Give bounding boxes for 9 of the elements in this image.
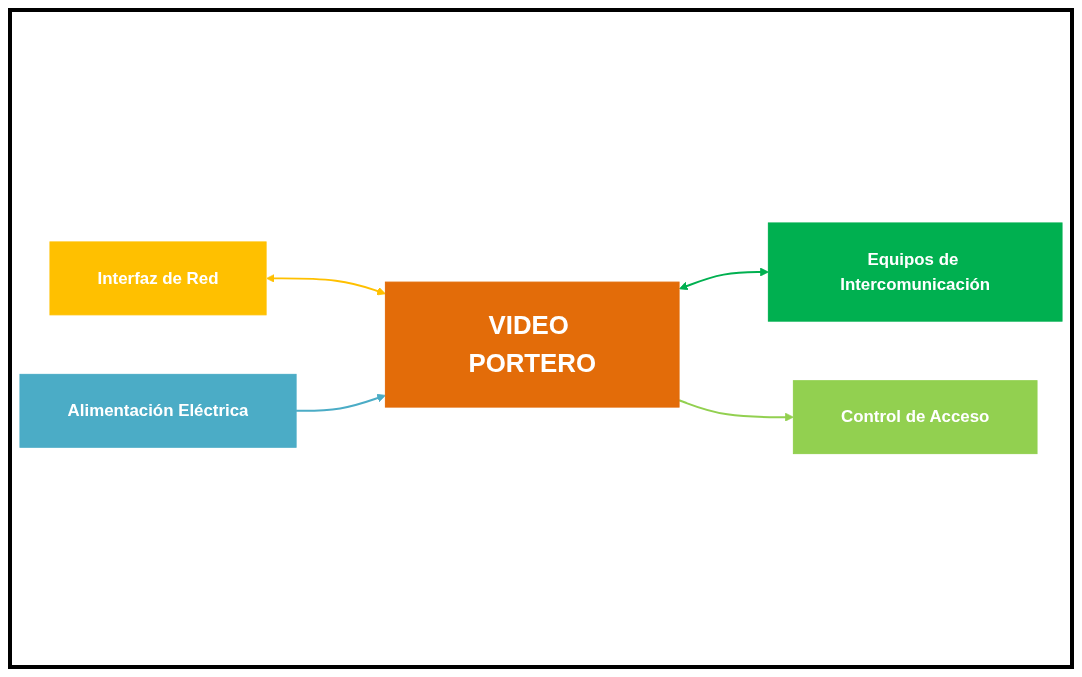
node-box: Control de Acceso [792, 380, 1038, 455]
node-box: Equipos de Intercomunicación [767, 222, 1063, 322]
arrow [678, 399, 794, 422]
node-box: Alimentación Eléctrica [19, 374, 297, 448]
node-box: Interfaz de Red [49, 241, 267, 316]
arrow [679, 267, 769, 291]
node-box: VIDEO PORTERO [384, 281, 680, 408]
arrow [266, 274, 386, 296]
arrow [295, 394, 386, 413]
